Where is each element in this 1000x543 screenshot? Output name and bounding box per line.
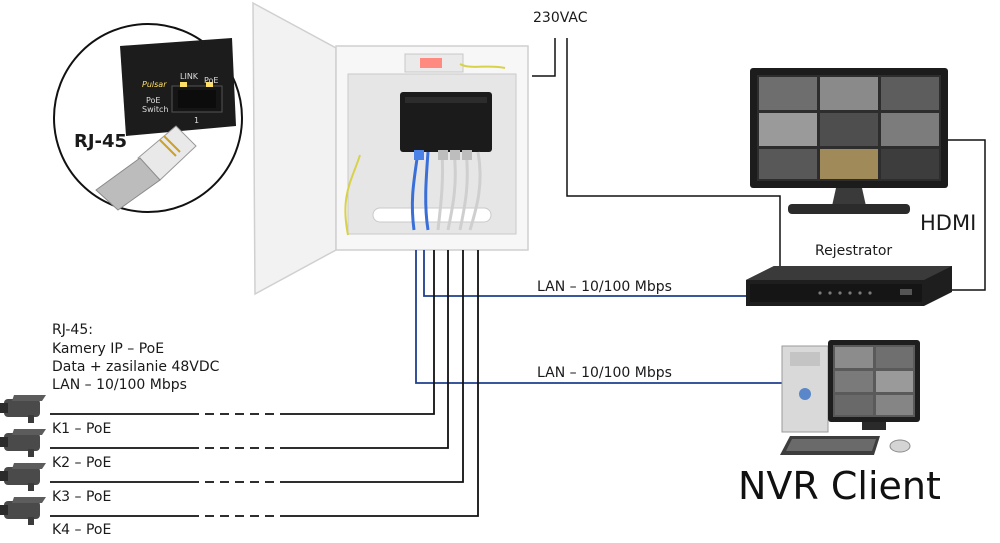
rj45-callout	[53, 23, 243, 213]
switch-port-number: 1	[194, 116, 200, 125]
enclosure-icon	[252, 1, 529, 296]
lan-label-top: LAN – 10/100 Mbps	[537, 279, 672, 295]
switch-poe-label: PoE	[204, 76, 219, 85]
mouse-icon	[889, 439, 911, 453]
lan-label-bottom: LAN – 10/100 Mbps	[537, 365, 672, 381]
keyboard-icon	[780, 436, 880, 455]
legend-line-4: LAN – 10/100 Mbps	[52, 377, 187, 393]
camera-label-k4: K4 – PoE	[52, 522, 112, 538]
hdmi-label: HDMI	[920, 211, 977, 235]
switch-name-line1: PoE	[146, 96, 161, 105]
rj45-callout-label: RJ-45	[74, 131, 128, 152]
camera-label-k2: K2 – PoE	[52, 455, 112, 471]
recorder-label: Rejestrator	[815, 243, 893, 259]
power-label: 230VAC	[533, 10, 588, 26]
camera-label-k1: K1 – PoE	[52, 421, 112, 437]
rj45-plug-icon	[95, 125, 197, 211]
switch-link-label: LINK	[180, 72, 199, 81]
switch-name-line2: Switch	[142, 105, 169, 114]
legend-line-1: RJ-45:	[52, 322, 93, 338]
nvr-client-label: NVR Client	[738, 464, 941, 508]
pc-tower-icon	[781, 340, 920, 433]
poe-switch-icon	[400, 92, 492, 152]
camera-icon	[0, 395, 46, 525]
camera-label-k3: K3 – PoE	[52, 489, 112, 505]
recorder-icon	[746, 266, 952, 306]
legend-line-2: Kamery IP – PoE	[52, 341, 165, 357]
switch-brand-label: Pulsar	[142, 80, 167, 89]
legend-line-3: Data + zasilanie 48VDC	[52, 359, 220, 375]
monitor-icon	[750, 68, 948, 214]
